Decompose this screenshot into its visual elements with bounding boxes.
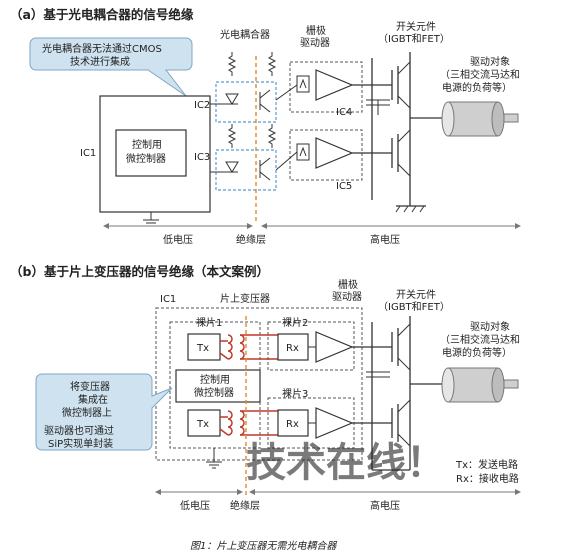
callout-b-line-1: 将变压器 — [70, 380, 110, 393]
label-tx-2: Tx — [196, 419, 209, 430]
label-gate-driver-a-1: 栅极 — [306, 24, 326, 37]
switch-transistors-b — [391, 323, 411, 447]
callout-a: 光电耦合器无法通过CMOS 技术进行集成 — [29, 37, 193, 97]
label-ic3: IC3 — [194, 152, 210, 163]
label-ic1-b: IC1 — [160, 294, 176, 305]
ic1-box-b — [155, 307, 363, 461]
label-gate-driver-b-1: 栅极 — [338, 278, 358, 291]
ground-symbol-b — [206, 461, 222, 469]
legend-rx: Rx：接收电路 — [456, 472, 519, 485]
tx-box-2 — [187, 409, 221, 437]
zone-low-a: 低电压 — [163, 233, 193, 246]
label-rx-2: Rx — [286, 419, 299, 430]
gate-driver-ic4 — [289, 61, 363, 113]
label-drive-target-a-1: 驱动对象 — [470, 55, 510, 68]
section-a-title: （a）基于光电耦合器的信号绝缘 — [10, 7, 194, 22]
label-optocoupler: 光电耦合器 — [220, 28, 270, 41]
label-chip1: 裸片1 — [196, 316, 222, 329]
motor-a — [441, 101, 519, 137]
zone-insulation-a: 绝缘层 — [236, 233, 266, 246]
rx-box-1 — [277, 333, 309, 361]
label-switch-b-1: 开关元件 — [396, 288, 436, 301]
label-drive-target-b-1: 驱动对象 — [470, 320, 510, 333]
callout-b-line-5: SiP实现单封装 — [48, 437, 113, 450]
label-drive-target-b-2: （三相交流马达和 — [440, 333, 520, 346]
callout-a-line-1: 光电耦合器无法通过CMOS — [42, 42, 162, 55]
label-ic4: IC4 — [336, 107, 352, 118]
label-drive-target-a-2: （三相交流马达和 — [440, 68, 520, 81]
callout-b-line-2: 集成在 — [78, 393, 108, 406]
label-rx-1: Rx — [286, 343, 299, 354]
transformer-coil-bottom — [219, 410, 278, 436]
label-gate-driver-a-2: 驱动器 — [300, 37, 330, 49]
legend-tx: Tx：发送电路 — [455, 458, 518, 471]
label-switch-b-2: （IGBT和FET） — [378, 301, 450, 313]
label-ic2: IC2 — [194, 100, 210, 111]
label-chip2: 裸片2 — [282, 316, 308, 329]
gate-driver-ic5 — [289, 129, 363, 181]
zone-insulation-b: 绝缘层 — [230, 499, 260, 512]
figure-caption: 图1：片上变压器无需光电耦合器 — [190, 540, 337, 552]
label-switch-a-1: 开关元件 — [396, 20, 436, 33]
watermark: 技术在线！ — [246, 440, 446, 486]
mcu-box-a — [115, 129, 187, 177]
label-chip3: 裸片3 — [282, 387, 308, 400]
label-drive-target-a-3: 电源的负荷等） — [442, 81, 512, 94]
label-mcu-a-2: 微控制器 — [126, 152, 166, 165]
section-b-title: （b）基于片上变压器的信号绝缘（本文案例） — [10, 264, 269, 279]
label-ic5: IC5 — [336, 181, 352, 192]
label-gate-driver-b-2: 驱动器 — [332, 291, 362, 303]
motor-b — [441, 367, 519, 403]
optocoupler-ic2 — [215, 51, 277, 123]
callout-b: 将变压器 集成在 微控制器上 驱动器也可通过 SiP实现单封装 — [35, 373, 173, 451]
optocoupler-ic3 — [215, 123, 277, 191]
label-mcu-b-1: 控制用 — [200, 373, 230, 386]
label-mcu-a-1: 控制用 — [132, 138, 162, 151]
transformer-coil-top — [219, 334, 278, 360]
label-ic1-a: IC1 — [80, 148, 96, 159]
zone-low-b: 低电压 — [180, 499, 210, 512]
label-transformer: 片上变压器 — [220, 292, 270, 305]
callout-b-line-3: 微控制器上 — [62, 406, 112, 419]
callout-b-line-4: 驱动器也可通过 — [44, 424, 114, 437]
label-switch-a-2: （IGBT和FET） — [378, 33, 450, 45]
tx-box-1 — [187, 333, 221, 361]
label-tx-1: Tx — [196, 343, 209, 354]
zone-high-b: 高电压 — [370, 499, 400, 512]
switch-transistors-a — [391, 61, 411, 177]
ground-symbol-a-left — [143, 219, 159, 227]
label-drive-target-b-3: 电源的负荷等） — [442, 346, 512, 359]
ground-symbol-a-right — [395, 205, 426, 213]
callout-a-line-2: 技术进行集成 — [70, 55, 130, 68]
chip2-box — [267, 321, 355, 371]
zone-high-a: 高电压 — [370, 233, 400, 246]
rx-box-2 — [277, 409, 309, 437]
label-mcu-b-2: 微控制器 — [194, 386, 234, 399]
